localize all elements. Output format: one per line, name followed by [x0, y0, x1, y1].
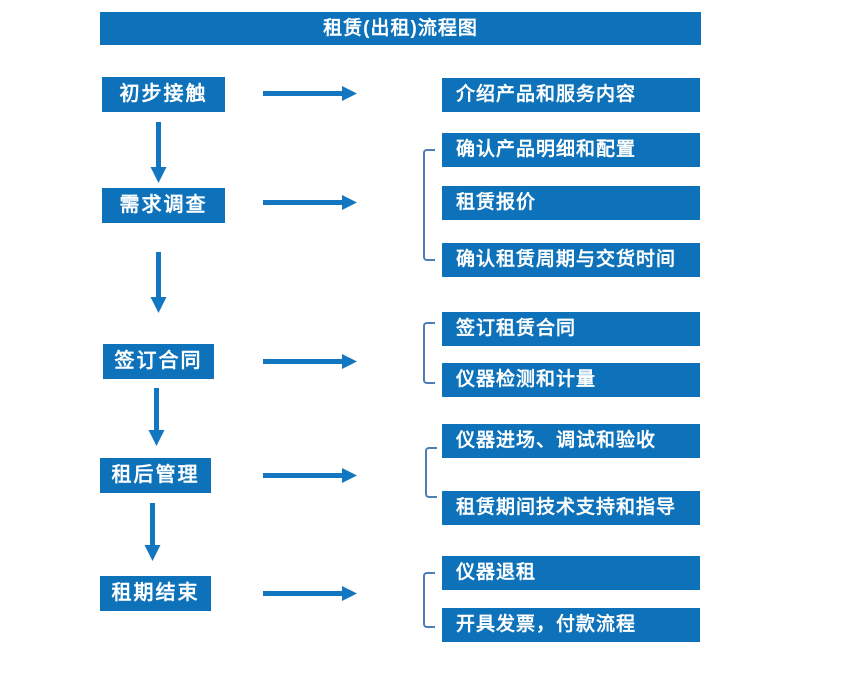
detail-box-intro-products: 介绍产品和服务内容 — [442, 78, 700, 112]
detail-box-tech-support: 租赁期间技术支持和指导 — [442, 491, 700, 525]
flow-arrow-right-2 — [263, 195, 357, 210]
stage-box-rental-end: 租期结束 — [100, 576, 211, 611]
stage-box-sign-contract: 签订合同 — [103, 344, 214, 379]
stage-box-post-rental: 租后管理 — [100, 458, 211, 493]
stage-box-initial-contact: 初步接触 — [102, 77, 225, 112]
flow-arrow-down-2 — [150, 252, 167, 313]
detail-box-confirm-period: 确认租赁周期与交货时间 — [442, 243, 700, 277]
group-bracket-demand-survey — [423, 149, 435, 261]
flow-arrow-right-1 — [263, 86, 357, 101]
group-bracket-sign-contract — [423, 322, 435, 384]
flowchart-title: 租赁(出租)流程图 — [100, 12, 701, 45]
group-bracket-rental-end — [423, 572, 435, 628]
flow-arrow-down-3 — [148, 388, 165, 446]
detail-box-instrument-check: 仪器检测和计量 — [442, 363, 700, 397]
flow-arrow-right-4 — [263, 468, 357, 483]
group-bracket-post-rental — [425, 447, 437, 498]
detail-box-instrument-setup: 仪器进场、调试和验收 — [442, 424, 700, 458]
flow-arrow-down-4 — [144, 503, 161, 561]
detail-box-invoice-payment: 开具发票，付款流程 — [442, 608, 700, 642]
detail-box-sign-rental-contract: 签订租赁合同 — [442, 312, 700, 346]
detail-box-rental-quote: 租赁报价 — [442, 186, 700, 220]
flow-arrow-down-1 — [150, 122, 167, 183]
stage-box-demand-survey: 需求调查 — [102, 188, 225, 223]
detail-box-instrument-return: 仪器退租 — [442, 556, 700, 590]
flow-arrow-right-5 — [263, 586, 357, 601]
flow-arrow-right-3 — [263, 354, 357, 369]
detail-box-confirm-config: 确认产品明细和配置 — [442, 133, 700, 167]
